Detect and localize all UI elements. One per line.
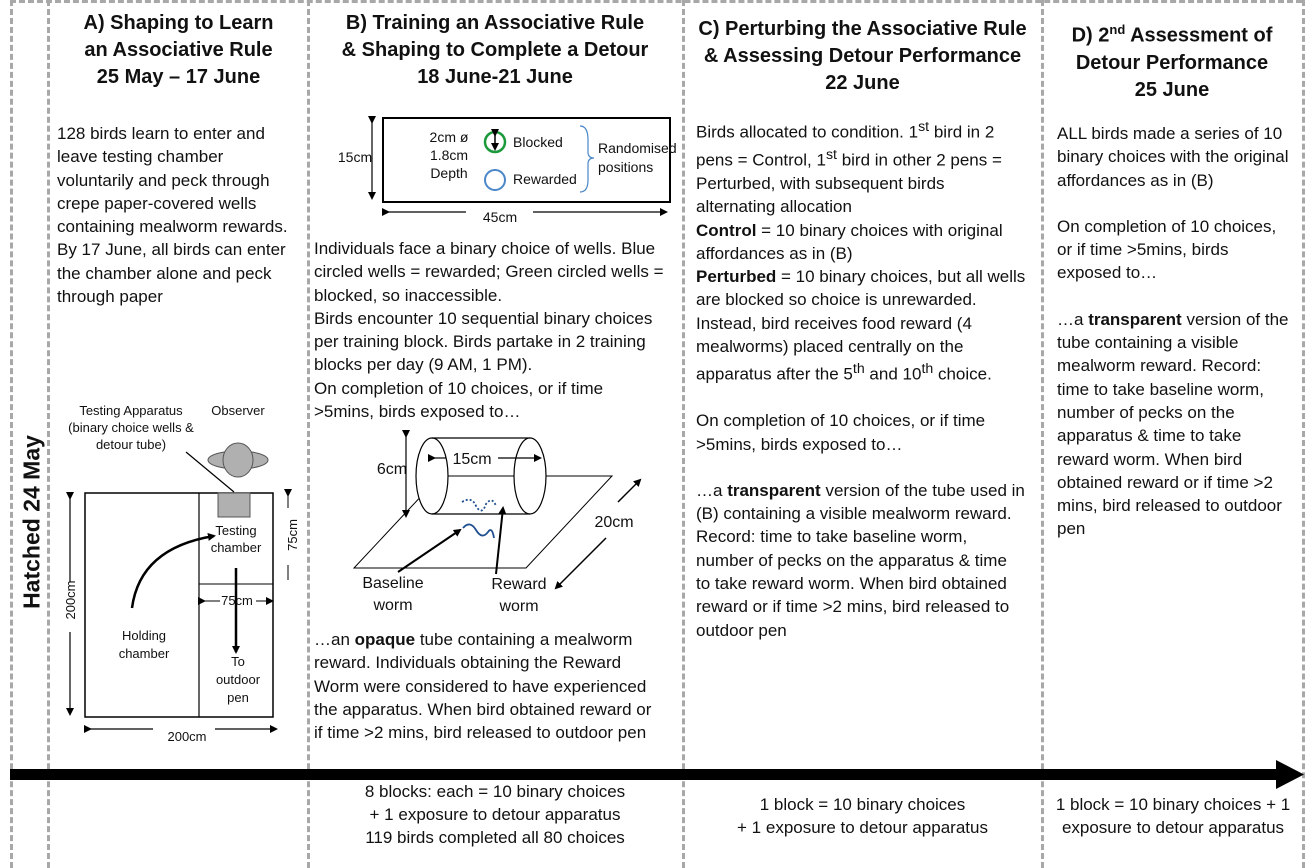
- panel-c-footer: 1 block = 10 binary choices + 1 exposure…: [737, 795, 988, 837]
- baseline-worm-icon: [462, 523, 495, 539]
- divider-left-edge: [10, 0, 13, 868]
- well-depth-label: Depth: [430, 165, 467, 181]
- outdoor-label-3: pen: [227, 690, 249, 705]
- platform-length-label: 20cm: [594, 514, 633, 531]
- wells-box: [382, 117, 671, 203]
- platform-arrow-lower: [554, 537, 607, 590]
- apparatus-label-2: (binary choice wells &: [68, 420, 194, 435]
- well-diameter: 2cm ø: [430, 129, 469, 145]
- reward-worm-icon: [461, 498, 497, 512]
- rewarded-label: Rewarded: [513, 171, 577, 187]
- panel-b-body2: …an opaque tube containing a mealworm re…: [314, 630, 652, 743]
- divider-b-c: [682, 0, 685, 868]
- testing-apparatus-box: [217, 492, 251, 518]
- wells-width: 45cm: [483, 209, 517, 225]
- rewarded-well-icon: [484, 169, 506, 191]
- tube-height-label: 6cm: [377, 461, 407, 478]
- tube-length-label: 15cm: [452, 451, 491, 468]
- panel-a-title: A) Shaping to Learn an Associative Rule …: [83, 12, 274, 88]
- tube-platform: [352, 475, 614, 569]
- observer-head: [222, 442, 254, 478]
- panel-c-body: Birds allocated to condition. 1st bird i…: [696, 119, 1026, 640]
- randomised-label-2: positions: [598, 159, 653, 175]
- panel-c-title: C) Perturbing the Associative Rule & Ass…: [698, 18, 1027, 94]
- outdoor-label-1: To: [231, 654, 245, 669]
- observer-label: Observer: [211, 403, 265, 418]
- top-border: [10, 0, 1302, 3]
- divider-right-edge: [1302, 0, 1305, 868]
- tube-end-left: [415, 437, 449, 515]
- platform-arrow-upper: [617, 478, 642, 503]
- panel-d-title: D) 2nd Assessment of Detour Performance …: [1071, 22, 1273, 101]
- baseline-pointer: [397, 528, 462, 573]
- reward-label-2: worm: [498, 598, 538, 615]
- baseline-label-1: Baseline: [362, 575, 423, 592]
- panel-a-body: 128 birds learn to enter and leave testi…: [57, 124, 288, 307]
- enclosure-outline: [84, 492, 274, 718]
- panel-d-footer: 1 block = 10 binary choices + 1 exposure…: [1055, 795, 1291, 837]
- baseline-label-2: worm: [372, 597, 412, 614]
- holding-chamber-label-2: chamber: [119, 646, 170, 661]
- bird-path-arrow: [130, 533, 216, 609]
- reward-label-1: Reward: [491, 576, 546, 593]
- apparatus-label-1: Testing Apparatus: [79, 403, 183, 418]
- tube-end-right: [513, 437, 547, 515]
- randomised-brace: [579, 125, 595, 193]
- well-depth-value: 1.8cm: [430, 147, 468, 163]
- blocked-label: Blocked: [513, 134, 563, 150]
- dim-200-bottom: 200cm: [167, 729, 206, 744]
- apparatus-label-3: detour tube): [96, 437, 166, 452]
- apparatus-pointer: [185, 451, 235, 493]
- panel-b-body: Individuals face a binary choice of well…: [314, 239, 664, 422]
- testing-chamber-label-2: chamber: [211, 540, 262, 555]
- dim-75-right: 75cm: [285, 519, 300, 551]
- wells-height: 15cm: [338, 149, 372, 165]
- holding-chamber-label-1: Holding: [122, 628, 166, 643]
- randomised-label-1: Randomised: [598, 140, 677, 156]
- divider-hatched: [47, 0, 50, 868]
- testing-chamber-label-1: Testing: [215, 523, 256, 538]
- outdoor-label-2: outdoor: [216, 672, 261, 687]
- divider-c-d: [1041, 0, 1044, 868]
- panel-b-title: B) Training an Associative Rule & Shapin…: [341, 12, 649, 88]
- reward-pointer: [495, 506, 507, 575]
- dim-200-side: 200cm: [63, 580, 78, 619]
- panel-d-body: ALL birds made a series of 10 binary cho…: [1057, 124, 1289, 539]
- panel-b-footer: 8 blocks: each = 10 binary choices + 1 e…: [364, 782, 626, 847]
- divider-a-b: [307, 0, 310, 868]
